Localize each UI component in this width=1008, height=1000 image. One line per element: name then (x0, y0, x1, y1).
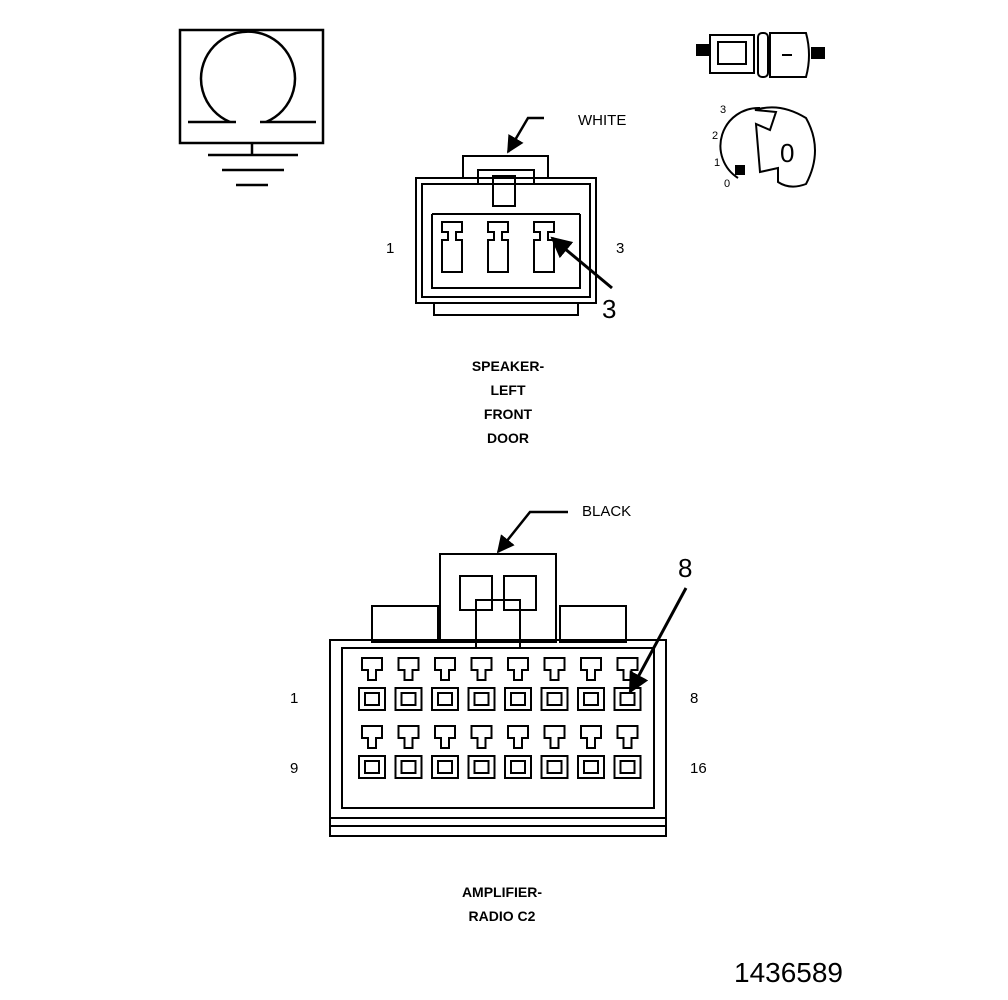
speaker-caption-line: FRONT (483, 406, 533, 422)
pin-terminal (437, 692, 453, 706)
speaker-pin-label-left: 1 (386, 240, 395, 257)
amplifier-caption-line: RADIO C2 (468, 908, 536, 924)
pin-cavity (358, 755, 386, 779)
speaker-pin-label-right: 3 (616, 240, 625, 257)
pin-latch (580, 725, 602, 749)
speaker-connector-caption: SPEAKER- LEFT FRONT DOOR (438, 354, 578, 450)
pin-terminal (619, 692, 636, 706)
amplifier-pin-cavities (358, 657, 642, 779)
pin-latch (543, 657, 566, 681)
pin-cavity (577, 755, 605, 779)
pin-terminal (583, 760, 599, 774)
pin-latch (580, 657, 602, 681)
pin-cavity (431, 755, 459, 779)
ignition-key-label: 0 (780, 138, 795, 168)
pin-cavity (504, 687, 532, 711)
pin-cavity (577, 687, 605, 711)
pin-latch (616, 657, 639, 681)
ignition-position-2: 2 (712, 130, 719, 142)
amplifier-connector-caption: AMPLIFIER- RADIO C2 (432, 880, 572, 928)
pin-cavity (613, 687, 642, 711)
connector-plug-icon (696, 32, 825, 78)
amplifier-pin-label-1: 1 (290, 690, 299, 707)
pin-terminal (510, 692, 526, 706)
figure-number: 1436589 (734, 957, 844, 988)
pin-latch (507, 725, 529, 749)
pin-latch (616, 725, 639, 749)
pin-cavity (540, 755, 569, 779)
pin-latch (507, 657, 529, 681)
pin-terminal (510, 760, 526, 774)
pin-cavity (394, 687, 423, 711)
pin-latch (361, 725, 383, 749)
pin-latch (434, 725, 456, 749)
pin-terminal (583, 692, 599, 706)
speaker-callout-pin-number: 3 (602, 294, 617, 324)
pin-terminal (473, 760, 490, 774)
pin-cavity (467, 687, 496, 711)
pin-cavity (358, 687, 386, 711)
speaker-connector-drawing (415, 116, 613, 316)
pin-terminal (364, 760, 380, 774)
amplifier-pin-label-9: 9 (290, 760, 299, 777)
pin-cavity (540, 687, 569, 711)
pin-terminal (400, 760, 417, 774)
pin-cavity (613, 755, 642, 779)
pin-terminal (546, 760, 563, 774)
pin-cavity (504, 755, 532, 779)
ignition-position-3: 3 (720, 104, 727, 116)
pin-terminal (546, 692, 563, 706)
pin-latch (470, 725, 493, 749)
pin-cavity (467, 755, 496, 779)
amplifier-pin-label-16: 16 (690, 760, 707, 777)
pin-latch (397, 725, 420, 749)
speaker-caption-line: SPEAKER- (471, 358, 545, 374)
pin-terminal (437, 760, 453, 774)
pin-cavity (431, 687, 459, 711)
speaker-connector-color-label: WHITE (578, 112, 627, 129)
pin-latch (470, 657, 493, 681)
amplifier-caption-line: AMPLIFIER- (461, 884, 543, 900)
pin-terminal (400, 692, 417, 706)
amplifier-callout-pin-number: 8 (678, 553, 693, 583)
ignition-position-1: 1 (714, 157, 721, 169)
ignition-position-0: 0 (724, 178, 731, 190)
pin-terminal (364, 692, 380, 706)
pin-latch (434, 657, 456, 681)
speaker-caption-line: DOOR (487, 430, 529, 446)
ignition-switch-icon (719, 106, 816, 188)
pin-latch (361, 657, 383, 681)
pin-cavity (394, 755, 423, 779)
pin-latch (543, 725, 566, 749)
ohmmeter-icon (178, 28, 325, 187)
pin-latch (397, 657, 420, 681)
amplifier-connector-color-label: BLACK (582, 503, 632, 520)
pin-terminal (473, 692, 490, 706)
amplifier-pin-label-8: 8 (690, 690, 699, 707)
pin-terminal (619, 760, 636, 774)
speaker-caption-line: LEFT (490, 382, 526, 398)
amplifier-connector-drawing (329, 510, 688, 837)
